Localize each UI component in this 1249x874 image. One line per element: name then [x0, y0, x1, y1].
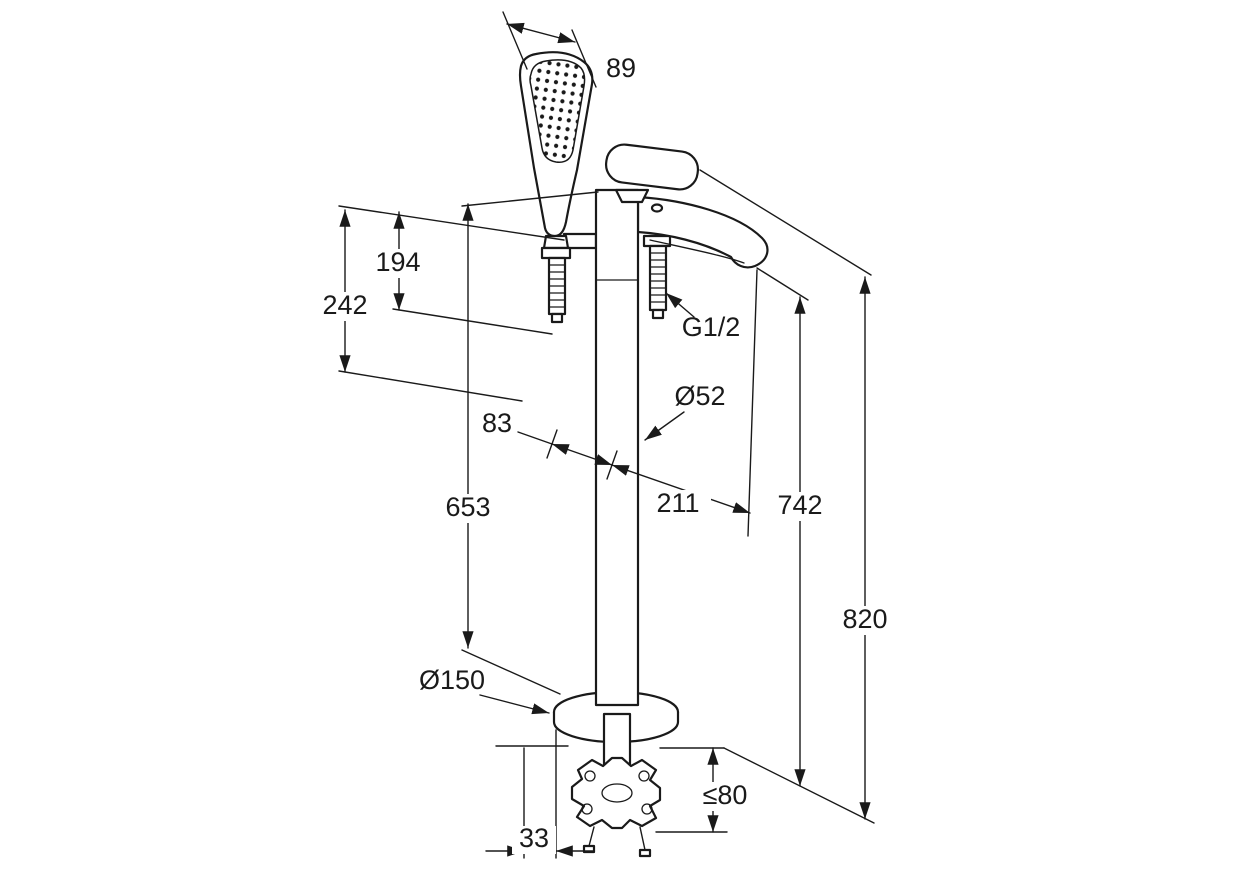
dimension-diameter-52 [644, 411, 685, 441]
dimension-83 [517, 429, 618, 480]
dimension-820 [699, 169, 872, 820]
dimension-thread-g12 [665, 292, 695, 318]
connection-hose [642, 234, 672, 320]
lever-handle [604, 143, 700, 204]
dimension-653 [461, 191, 599, 695]
floor-lines [495, 745, 875, 824]
dim-label-83: 83 [482, 408, 512, 438]
dim-label-211: 211 [656, 488, 699, 518]
dimension-diameter-150 [479, 694, 550, 715]
extension-holder-top [338, 205, 565, 241]
dim-label-33: 33 [519, 823, 549, 853]
spout [636, 195, 769, 269]
dimension-lines [338, 11, 872, 859]
hand-shower [518, 51, 594, 238]
shower-holder-bracket [562, 232, 598, 250]
floor-pipe [602, 712, 632, 766]
spray-face [529, 59, 586, 163]
dimension-742 [756, 267, 809, 787]
dim-label-194: 194 [375, 247, 420, 277]
dimension-labels: 89 194 242 G1/2 Ø52 83 653 211 742 820 Ø… [322, 53, 887, 853]
dim-label-653: 653 [445, 492, 490, 522]
label-backgrounds [318, 249, 898, 854]
dim-label-d150: Ø150 [419, 665, 485, 695]
dim-label-242: 242 [322, 290, 367, 320]
hand-shower-hose [540, 234, 572, 324]
dim-label-le80: ≤80 [703, 780, 748, 810]
fixture [495, 51, 875, 858]
dimension-211 [611, 269, 758, 537]
dim-label-820: 820 [842, 604, 887, 634]
riser-column [594, 188, 640, 707]
dimension-242 [338, 209, 523, 402]
dim-label-89: 89 [606, 53, 636, 83]
aerator-dot [650, 203, 664, 213]
dim-label-g12: G1/2 [682, 312, 741, 342]
dimension-89 [502, 11, 597, 88]
dim-label-742: 742 [777, 490, 822, 520]
mounting-kit [570, 756, 662, 858]
dim-label-d52: Ø52 [674, 381, 725, 411]
